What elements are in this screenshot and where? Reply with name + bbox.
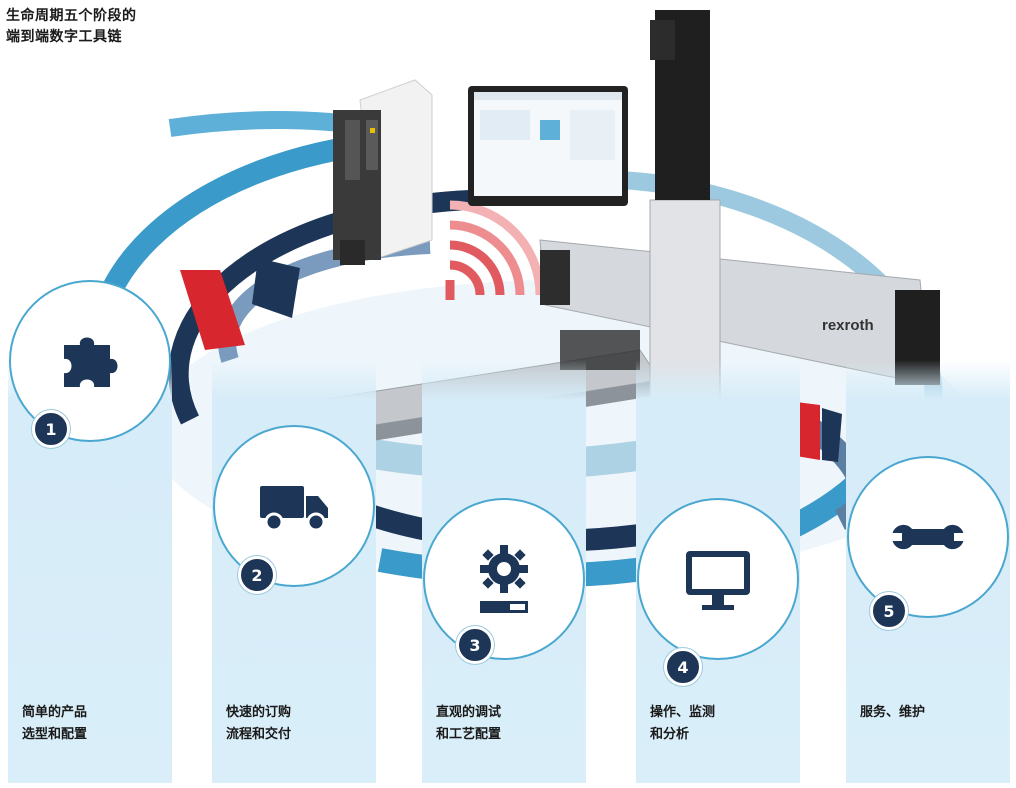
gear-settings-icon (480, 545, 528, 613)
stage-circle (637, 498, 799, 660)
stage-label: 操作、监测 和分析 (650, 705, 716, 742)
stage-number-badge: 5 (870, 592, 908, 630)
hmi-monitor (468, 86, 628, 206)
stage-label: 服务、维护 (860, 705, 926, 720)
stage-number-badge: 1 (32, 410, 70, 448)
stage-circle (9, 280, 171, 442)
ring-dark-segment (822, 408, 842, 462)
stage-label: 快速的订购 流程和交付 (226, 705, 292, 742)
stage-number-badge: 4 (664, 648, 702, 686)
stage-label: 直观的调试 和工艺配置 (436, 705, 502, 742)
puzzle-piece-icon (64, 337, 118, 387)
delivery-truck-icon (260, 486, 328, 532)
stage-card-4: 4 操作、监测 和分析 (636, 360, 800, 783)
page-title: 生命周期五个阶段的 端到端数字工具链 (6, 8, 137, 45)
brand-logo: rexroth (822, 317, 874, 334)
stage-card-2: 2 快速的订购 流程和交付 (212, 360, 376, 783)
wrench-icon (892, 524, 964, 550)
servo-drive-unit (333, 79, 433, 265)
stage-number-badge: 2 (238, 556, 276, 594)
monitor-icon (686, 551, 750, 610)
wireless-signal-icon (445, 200, 545, 300)
stage-card-5: 5 服务、维护 (846, 360, 1010, 783)
ring-red-segment (180, 270, 245, 350)
stage-number-badge: 3 (456, 626, 494, 664)
ring-dark-segment (252, 258, 300, 318)
stage-circle (213, 425, 375, 587)
stage-label: 简单的产品 选型和配置 (22, 705, 88, 742)
stage-card-1: 1 简单的产品 选型和配置 (8, 280, 172, 783)
stage-circle (847, 456, 1009, 618)
stage-card-3: 3 直观的调试 和工艺配置 (422, 360, 586, 783)
stage-circle (423, 498, 585, 660)
